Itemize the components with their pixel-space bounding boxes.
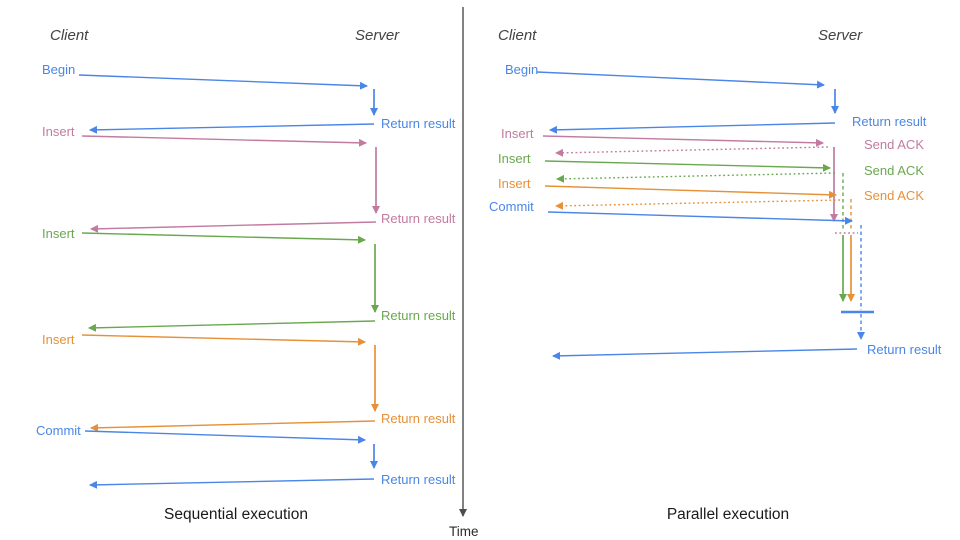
seq-insert3-label: Insert xyxy=(42,332,75,347)
par-begin-response: Return result xyxy=(852,114,927,129)
seq-commit-result: Return result xyxy=(381,472,456,487)
par-begin-label: Begin xyxy=(505,62,539,77)
par-insert1-ack-arrow xyxy=(555,146,829,157)
seq-insert1-label: Insert xyxy=(42,124,75,139)
seq-insert1-request-arrow xyxy=(81,135,367,147)
seq-insert3-result: Return result xyxy=(381,411,456,426)
seq-insert2-return-arrow xyxy=(88,320,376,332)
par-insert2-label: Insert xyxy=(498,151,531,166)
parallel-title: Parallel execution xyxy=(666,506,790,523)
seq-commit-return-arrow xyxy=(89,478,375,489)
par-commit-label: Commit xyxy=(489,199,534,214)
sequential-title: Sequential execution xyxy=(164,506,308,523)
par-insert2-response: Send ACK xyxy=(864,163,924,178)
parallel-arrows xyxy=(536,71,874,360)
par-commit-return-arrow xyxy=(552,348,858,360)
seq-begin-label: Begin xyxy=(42,62,76,77)
time-axis-label: Time xyxy=(449,524,479,539)
seq-client-header: Client xyxy=(50,27,89,44)
par-insert2-request-arrow xyxy=(544,160,831,172)
par-insert3-request-arrow xyxy=(544,185,837,199)
seq-insert1-result: Return result xyxy=(381,211,456,226)
par-insert1-response: Send ACK xyxy=(864,137,924,152)
par-begin-request-arrow xyxy=(536,71,825,89)
seq-commit-request-arrow xyxy=(84,430,366,444)
par-commit-response: Return result xyxy=(867,342,942,357)
par-client-header: Client xyxy=(498,27,537,44)
sequential-arrows xyxy=(78,74,380,489)
seq-commit-label: Commit xyxy=(36,423,81,438)
seq-insert2-result: Return result xyxy=(381,308,456,323)
seq-server-header: Server xyxy=(355,27,400,44)
seq-begin-result: Return result xyxy=(381,116,456,131)
par-insert1-request-arrow xyxy=(542,135,824,147)
seq-begin-request-arrow xyxy=(78,74,368,90)
par-insert3-response: Send ACK xyxy=(864,188,924,203)
seq-insert3-return-arrow xyxy=(90,420,376,432)
seq-begin-return-arrow xyxy=(89,123,375,134)
par-server-header: Server xyxy=(818,27,863,44)
seq-insert1-return-arrow xyxy=(90,221,377,233)
par-insert1-label: Insert xyxy=(501,126,534,141)
seq-insert2-request-arrow xyxy=(81,232,366,244)
par-insert3-label: Insert xyxy=(498,176,531,191)
par-insert2-ack-arrow xyxy=(556,172,836,183)
par-insert3-ack-arrow xyxy=(555,199,841,210)
par-begin-return-arrow xyxy=(549,122,836,134)
seq-insert3-request-arrow xyxy=(81,334,366,346)
seq-insert2-label: Insert xyxy=(42,226,75,241)
par-commit-request-arrow xyxy=(547,211,853,225)
